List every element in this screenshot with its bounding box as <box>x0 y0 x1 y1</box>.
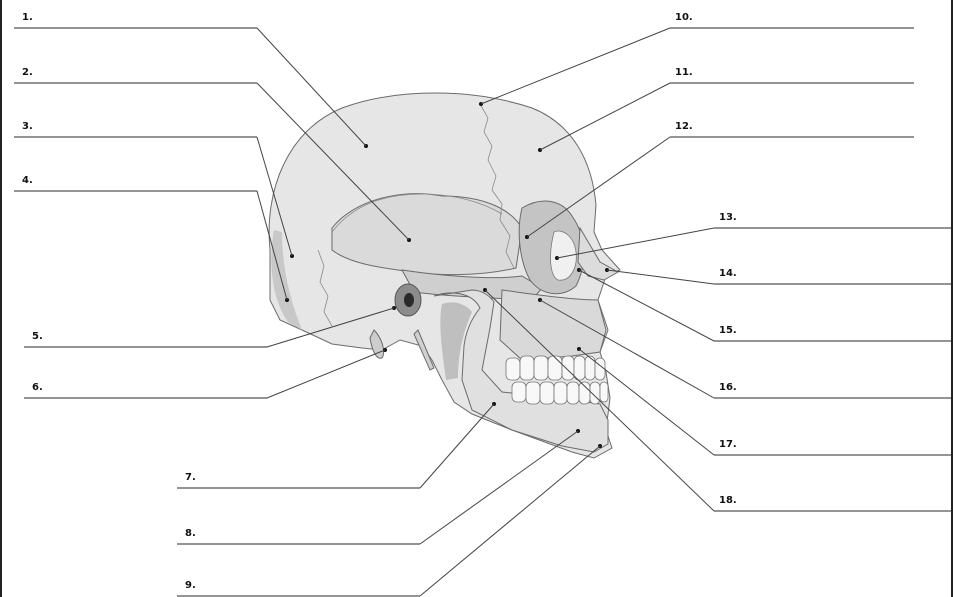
leader-line-10 <box>481 28 670 104</box>
temporal-region <box>332 194 522 275</box>
label-11: 11. <box>675 67 693 78</box>
maxilla <box>500 290 606 360</box>
label-6: 6. <box>32 382 43 393</box>
ear-canal-center <box>404 293 414 307</box>
label-4: 4. <box>22 175 33 186</box>
label-5: 5. <box>32 331 43 342</box>
leader-line-8 <box>420 431 578 544</box>
leader-line-7 <box>420 404 494 488</box>
label-10: 10. <box>675 12 693 23</box>
label-2: 2. <box>22 67 33 78</box>
label-9: 9. <box>185 580 196 591</box>
skull-illustration <box>269 93 620 458</box>
label-7: 7. <box>185 472 196 483</box>
label-1: 1. <box>22 12 33 23</box>
label-13: 13. <box>719 212 737 223</box>
leader-line-9 <box>420 446 600 596</box>
label-16: 16. <box>719 382 737 393</box>
label-15: 15. <box>719 325 737 336</box>
leader-line-11 <box>540 83 670 150</box>
label-17: 17. <box>719 439 737 450</box>
leader-line-14 <box>607 270 714 284</box>
label-8: 8. <box>185 528 196 539</box>
leader-line-6 <box>267 350 385 398</box>
label-3: 3. <box>22 121 33 132</box>
label-12: 12. <box>675 121 693 132</box>
label-18: 18. <box>719 495 737 506</box>
label-14: 14. <box>719 268 737 279</box>
